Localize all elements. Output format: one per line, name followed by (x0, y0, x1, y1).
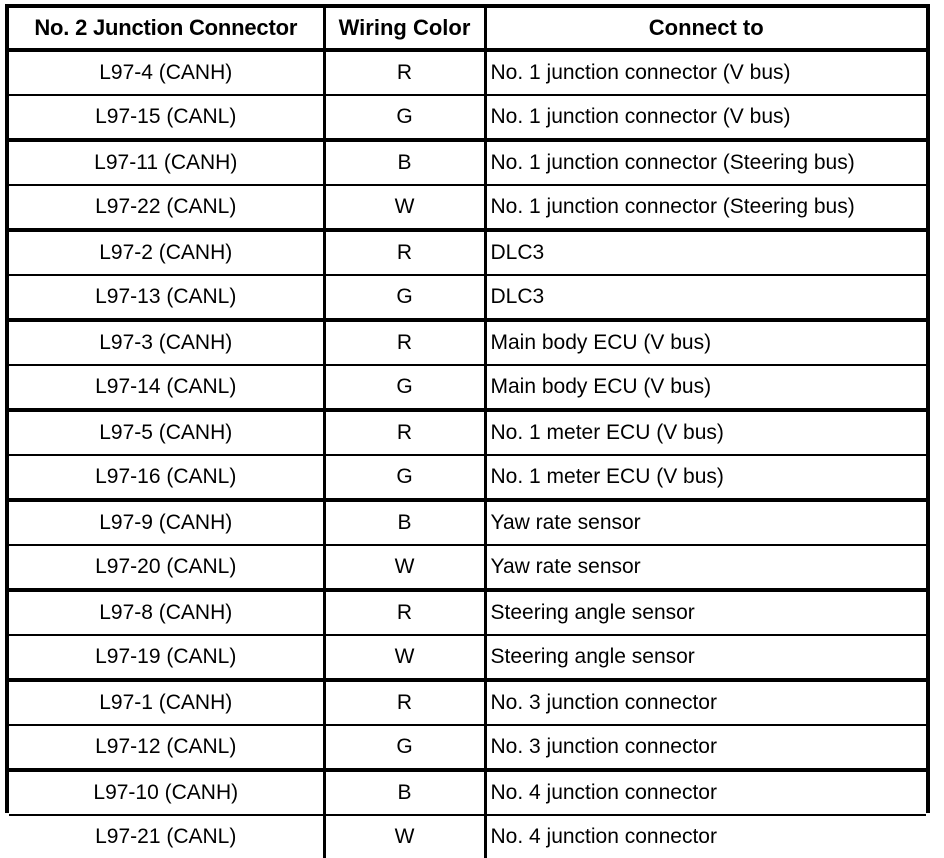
cell-connect-to: No. 1 junction connector (Steering bus) (485, 185, 926, 232)
cell-wiring-color: W (324, 185, 487, 232)
cell-connector: L97-8 (CANH) (9, 590, 326, 636)
cell-connector: L97-10 (CANH) (9, 770, 326, 816)
cell-wiring-color: B (324, 140, 487, 186)
cell-connector: L97-20 (CANL) (9, 545, 326, 592)
cell-connector: L97-22 (CANL) (9, 185, 326, 232)
cell-connect-to: No. 1 meter ECU (V bus) (485, 455, 926, 502)
cell-connect-to: Steering angle sensor (485, 590, 926, 636)
cell-wiring-color: G (324, 275, 487, 322)
cell-connector: L97-1 (CANH) (9, 680, 326, 726)
cell-wiring-color: W (324, 545, 487, 592)
column-header-connector: No. 2 Junction Connector (9, 8, 326, 52)
cell-connector: L97-19 (CANL) (9, 635, 326, 682)
cell-connector: L97-5 (CANH) (9, 410, 326, 456)
cell-connect-to: No. 3 junction connector (485, 680, 926, 726)
cell-wiring-color: W (324, 635, 487, 682)
column-header-connect-to: Connect to (485, 8, 926, 52)
cell-connector: L97-13 (CANL) (9, 275, 326, 322)
cell-connect-to: Main body ECU (V bus) (485, 320, 926, 366)
cell-connect-to: No. 4 junction connector (485, 815, 926, 858)
cell-wiring-color: R (324, 320, 487, 366)
cell-wiring-color: G (324, 365, 487, 412)
cell-connector: L97-12 (CANL) (9, 725, 326, 772)
cell-connector: L97-15 (CANL) (9, 95, 326, 142)
cell-connect-to: Yaw rate sensor (485, 545, 926, 592)
cell-wiring-color: R (324, 410, 487, 456)
wiring-table-container: No. 2 Junction Connector Wiring Color Co… (5, 4, 930, 858)
cell-wiring-color: R (324, 230, 487, 276)
table-header: No. 2 Junction Connector Wiring Color Co… (9, 8, 926, 52)
cell-connect-to: DLC3 (485, 275, 926, 322)
cell-connect-to: No. 1 junction connector (V bus) (485, 95, 926, 142)
cell-wiring-color: G (324, 455, 487, 502)
junction-connector-wiring-table: No. 2 Junction Connector Wiring Color Co… (9, 8, 926, 858)
cell-wiring-color: W (324, 815, 487, 858)
cell-connect-to: No. 4 junction connector (485, 770, 926, 816)
cell-connect-to: Main body ECU (V bus) (485, 365, 926, 412)
cell-wiring-color: R (324, 680, 487, 726)
cell-wiring-color: B (324, 500, 487, 546)
cell-connect-to: Steering angle sensor (485, 635, 926, 682)
cell-connector: L97-3 (CANH) (9, 320, 326, 366)
cell-wiring-color: R (324, 590, 487, 636)
cell-wiring-color: G (324, 95, 487, 142)
cell-connector: L97-4 (CANH) (9, 50, 326, 96)
cell-connect-to: No. 1 junction connector (Steering bus) (485, 140, 926, 186)
cell-connector: L97-2 (CANH) (9, 230, 326, 276)
cell-connect-to: No. 1 junction connector (V bus) (485, 50, 926, 96)
cell-connect-to: No. 3 junction connector (485, 725, 926, 772)
cell-connector: L97-9 (CANH) (9, 500, 326, 546)
header-row: No. 2 Junction Connector Wiring Color Co… (9, 8, 926, 52)
cell-connect-to: No. 1 meter ECU (V bus) (485, 410, 926, 456)
cell-connector: L97-11 (CANH) (9, 140, 326, 186)
cell-wiring-color: R (324, 50, 487, 96)
column-header-wiring-color: Wiring Color (324, 8, 487, 52)
cell-connect-to: DLC3 (485, 230, 926, 276)
cell-connector: L97-21 (CANL) (9, 815, 326, 858)
cell-connector: L97-14 (CANL) (9, 365, 326, 412)
cell-wiring-color: B (324, 770, 487, 816)
cell-wiring-color: G (324, 725, 487, 772)
cell-connector: L97-16 (CANL) (9, 455, 326, 502)
cell-connect-to: Yaw rate sensor (485, 500, 926, 546)
